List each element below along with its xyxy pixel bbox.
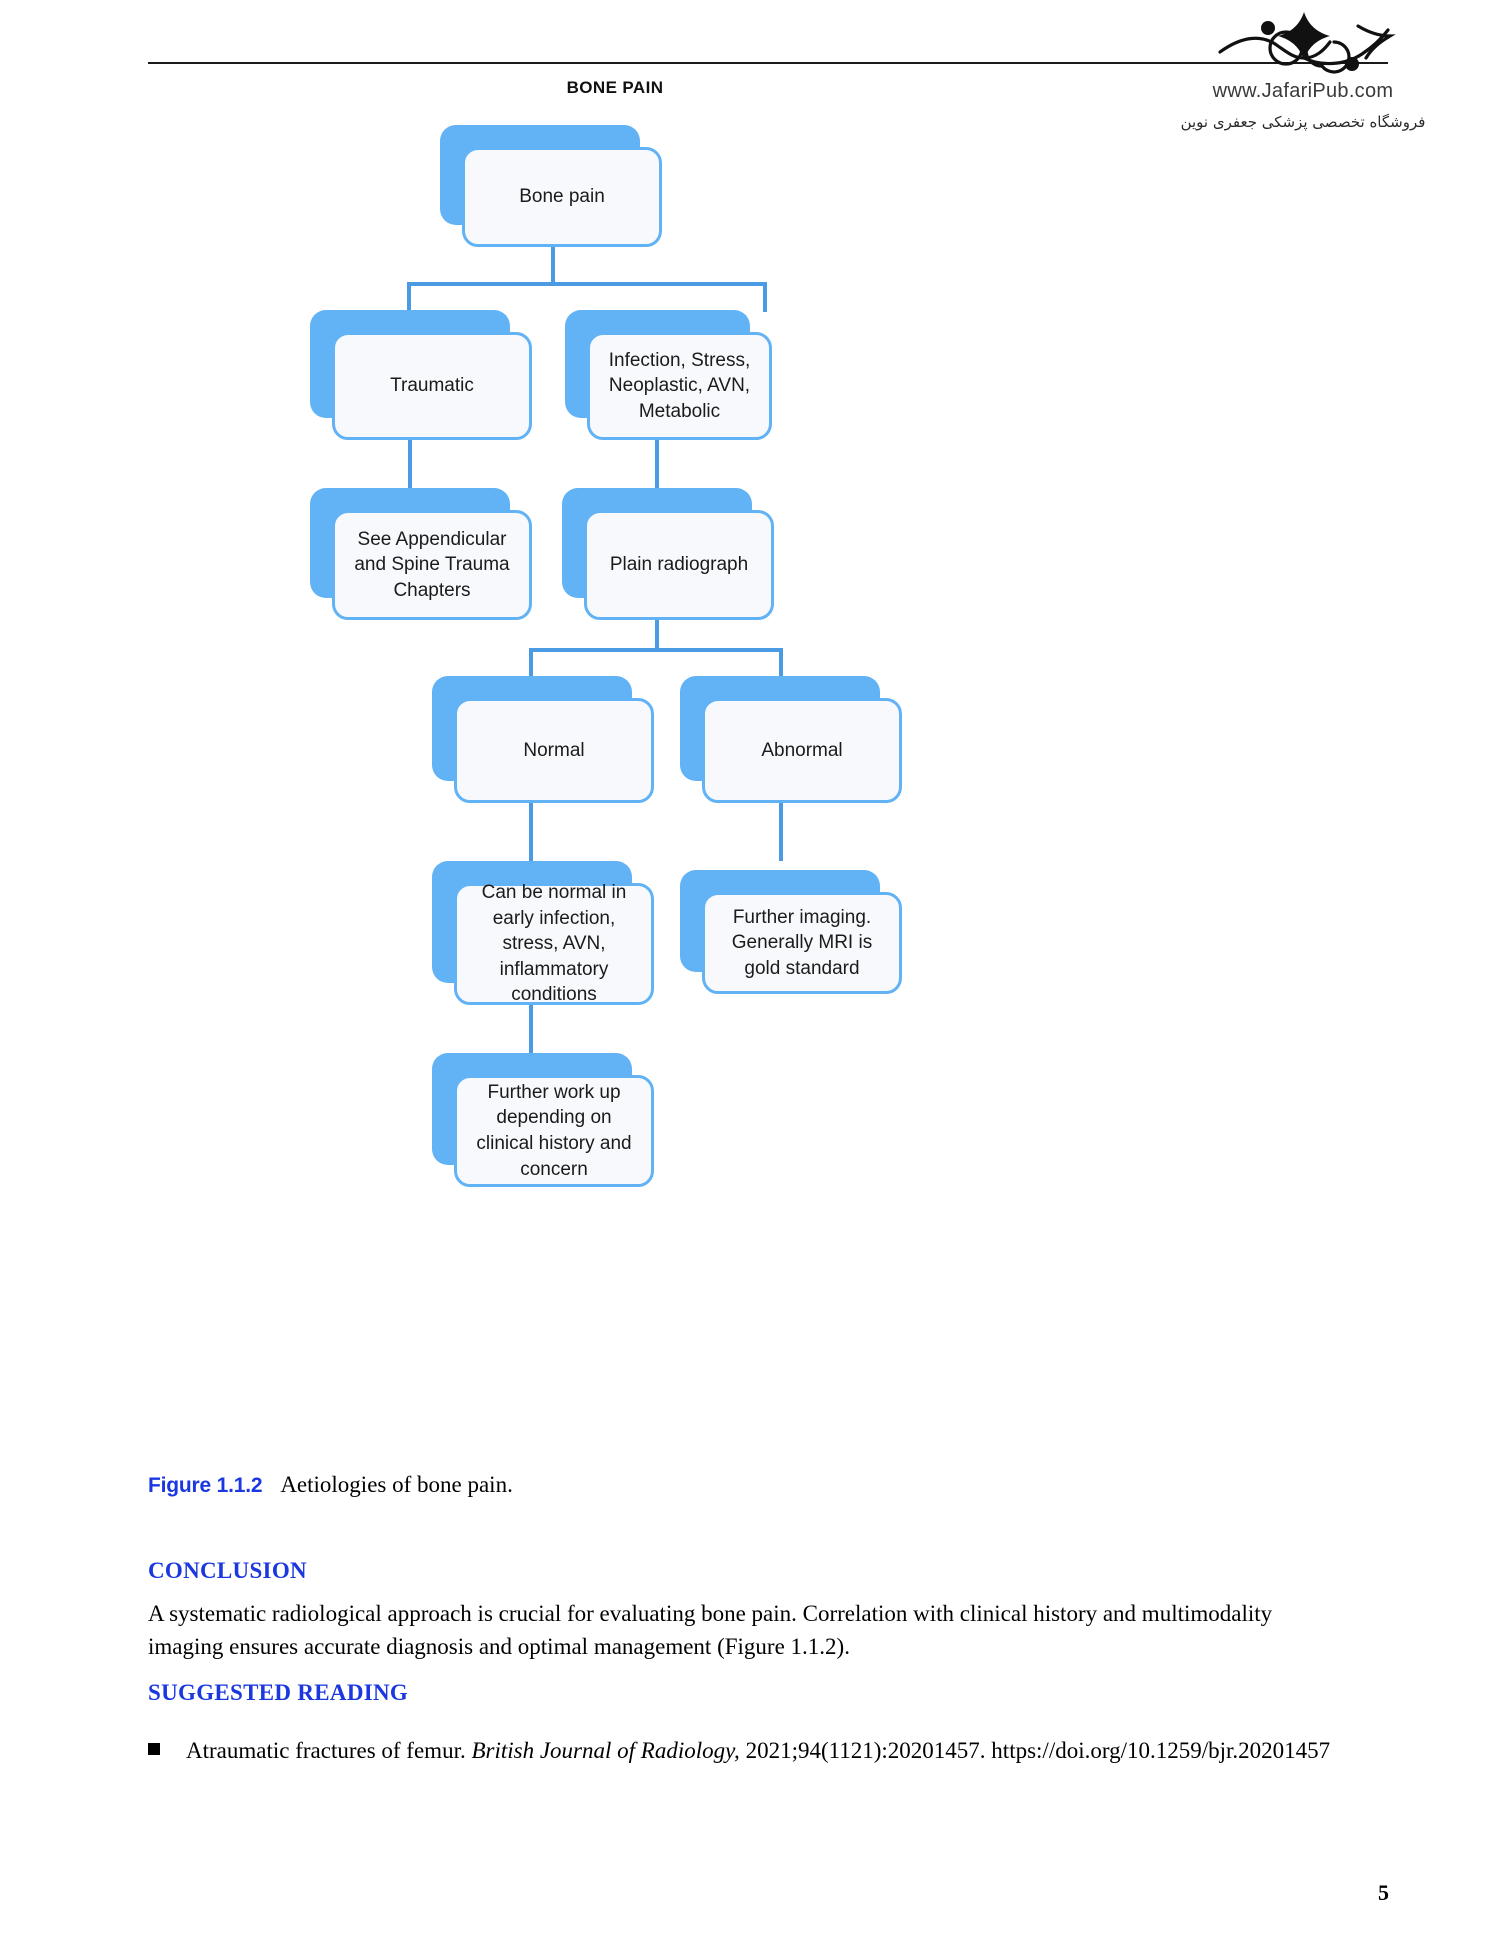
node-label-nontraumatic-causes: Infection, Stress, Neoplastic, AVN, Meta… [587,332,772,440]
connector-causes-to-radiograph [655,440,659,488]
connector-normal-down [529,803,533,861]
node-label-normal-detail: Can be normal in early infection, stress… [454,882,654,1005]
flow-node-abnormal-detail: Further imaging. Generally MRI is gold s… [680,870,902,994]
node-label-plain-radiograph: Plain radiograph [584,510,774,620]
watermark-site-url: www.JafariPub.com [1212,80,1394,102]
flow-node-bone-pain: Bone pain [440,125,662,247]
reference-tail: 2021;94(1121):20201457. https://doi.org/… [739,1738,1331,1763]
connector-row2-bus [407,282,767,286]
connector-abnormal-down [779,803,783,861]
node-label-bone-pain: Bone pain [462,147,662,247]
figure-caption: Figure 1.1.2 Aetiologies of bone pain. [148,1472,513,1498]
reference-journal: British Journal of Radiology, [471,1738,740,1763]
connector-traumatic-to-chapters [408,440,412,488]
node-label-further-workup: Further work up depending on clinical hi… [454,1075,654,1187]
flowchart-aetiologies-of-bone-pain: Bone pain Traumatic Infection, Stress, N… [0,110,1489,1440]
connector-row4-right-drop [779,648,783,676]
node-label-normal: Normal [454,698,654,803]
node-label-abnormal-detail: Further imaging. Generally MRI is gold s… [702,892,902,994]
watermark-logo: www.JafariPub.com فروشگاه تخصصی پزشکی جع… [1153,6,1453,131]
flow-node-traumatic: Traumatic [310,310,532,440]
page-header: BONE PAIN www.JafariPub.com فروشگاه تخصص… [0,0,1489,170]
reference-lead: Atraumatic fractures of femur. [186,1738,472,1763]
node-label-traumatic: Traumatic [332,332,532,440]
page-number: 5 [1378,1880,1389,1905]
flow-node-nontraumatic-causes: Infection, Stress, Neoplastic, AVN, Meta… [565,310,772,440]
connector-row2-left-drop [407,282,411,312]
section-heading-conclusion: CONCLUSION [148,1558,307,1583]
reference-list-item: Atraumatic fractures of femur. British J… [148,1735,1348,1768]
flow-node-abnormal: Abnormal [680,676,902,803]
flow-node-normal-detail: Can be normal in early infection, stress… [432,861,654,1005]
jafaripub-calligraphic-logo-icon [1208,6,1398,78]
node-label-trauma-chapters: See Appendicular and Spine Trauma Chapte… [332,510,532,620]
reference-text: Atraumatic fractures of femur. British J… [186,1735,1348,1768]
conclusion-paragraph: A systematic radiological approach is cr… [148,1601,1273,1659]
connector-root-stem [551,247,555,282]
node-label-abnormal: Abnormal [702,698,902,803]
section-heading-suggested-reading: SUGGESTED READING [148,1680,409,1705]
flow-node-normal: Normal [432,676,654,803]
connector-normal-detail-down [529,1005,533,1053]
bullet-square-icon [148,1743,160,1755]
figure-label: Figure 1.1.2 [148,1474,263,1497]
connector-row4-left-drop [529,648,533,676]
running-head: BONE PAIN [566,78,664,97]
watermark-persian-text: فروشگاه تخصصی پزشکی جعفری نوین [1180,113,1426,131]
flow-node-trauma-chapters: See Appendicular and Spine Trauma Chapte… [310,488,532,620]
flow-node-further-workup: Further work up depending on clinical hi… [432,1053,654,1187]
connector-radiograph-stem [655,620,659,648]
flow-node-plain-radiograph: Plain radiograph [562,488,774,620]
figure-caption-text: Aetiologies of bone pain. [280,1472,513,1497]
connector-row2-right-drop [763,282,767,312]
header-divider [148,62,1388,64]
connector-row4-bus [529,648,783,652]
